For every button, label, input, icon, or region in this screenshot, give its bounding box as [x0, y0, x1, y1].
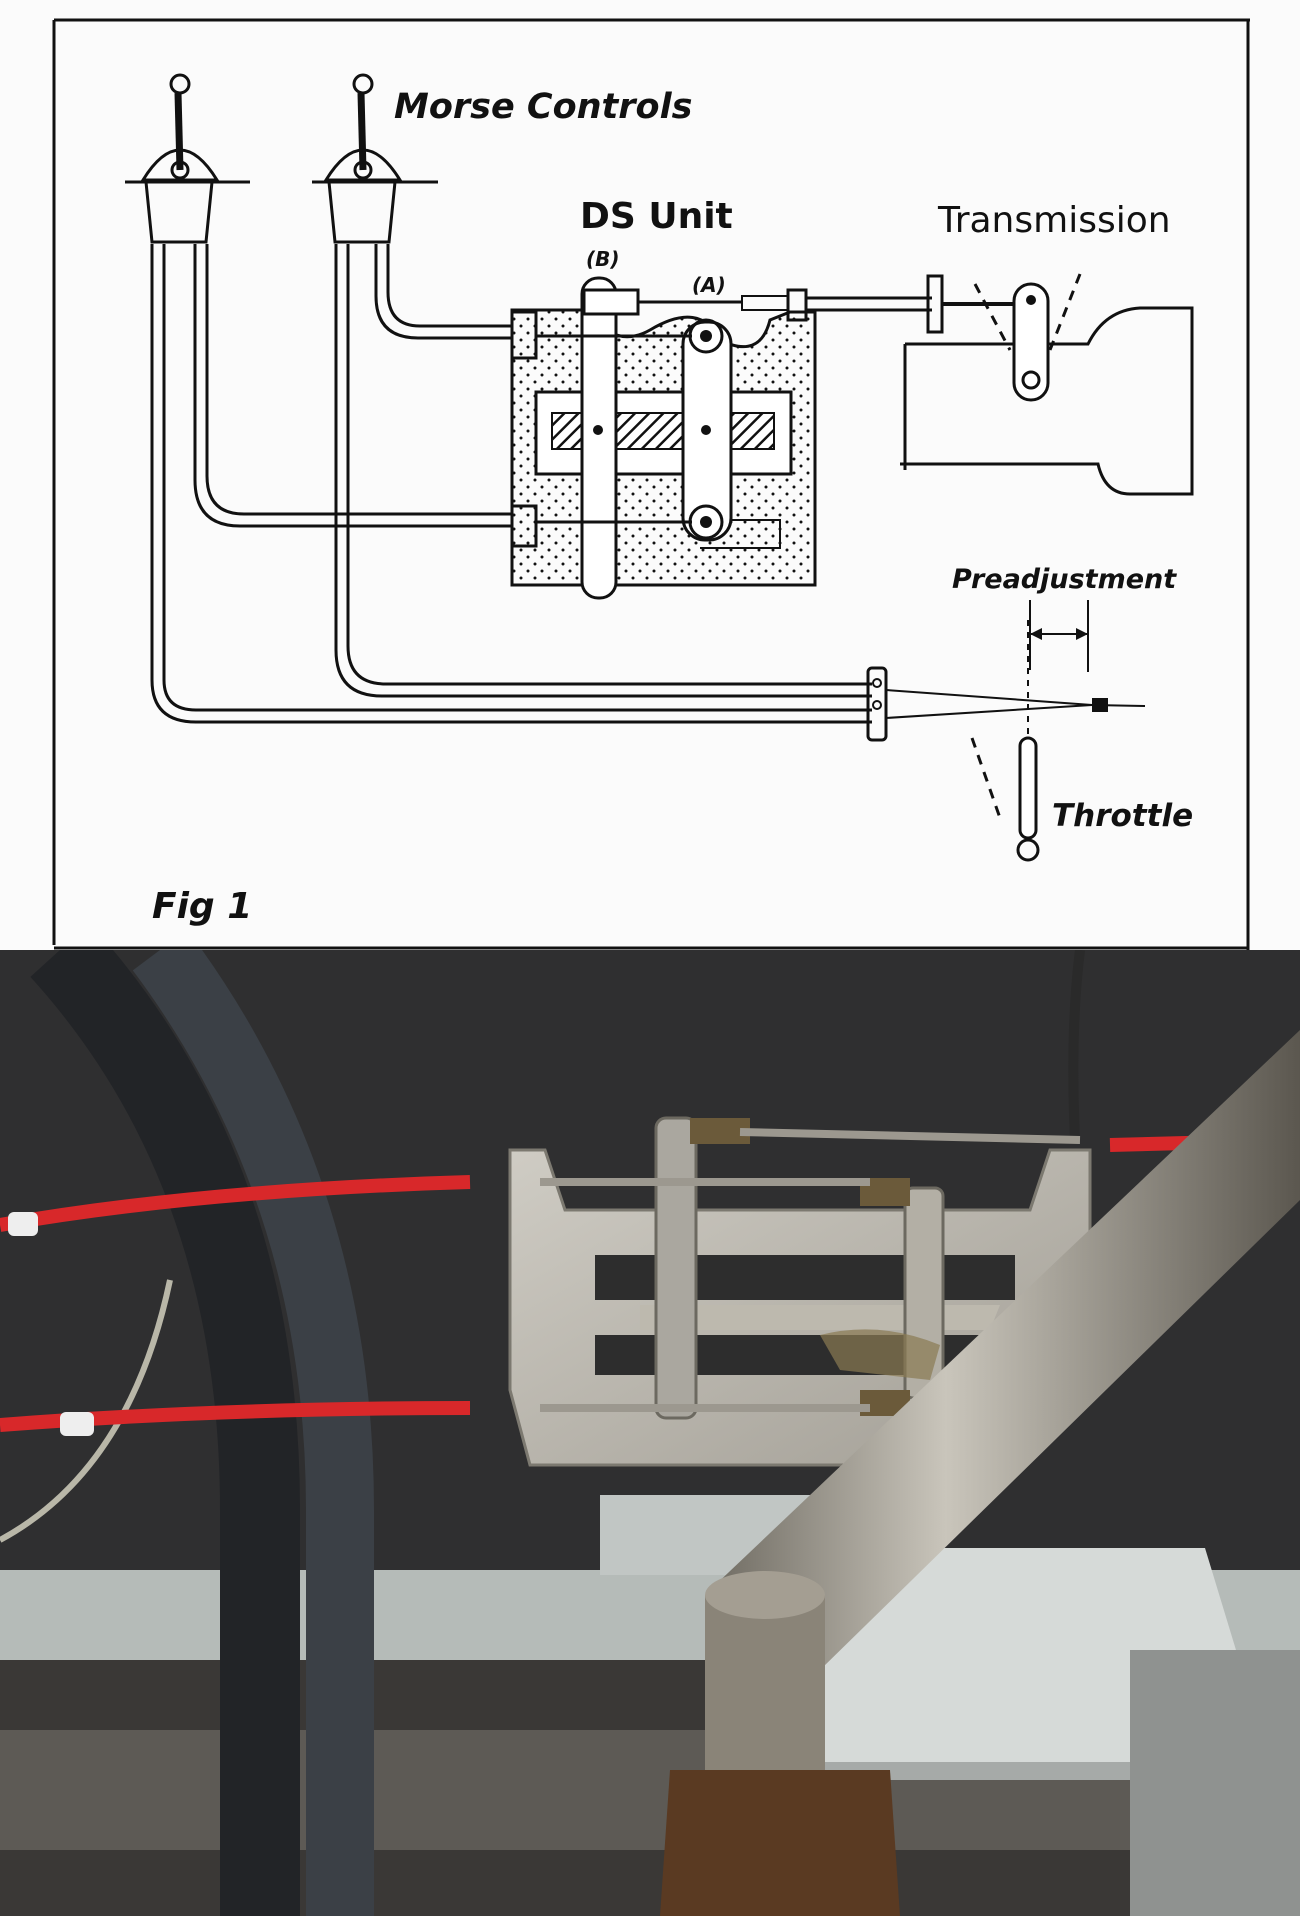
label-preadjustment: Preadjustment: [952, 564, 1177, 595]
label-transmission: Transmission: [937, 200, 1171, 241]
hoses: [0, 950, 1085, 1916]
exhaust-pipe: [660, 1030, 1300, 1916]
installation-photo: [0, 950, 1300, 1916]
label-ds-unit: DS Unit: [580, 196, 733, 237]
label-b: (B): [586, 247, 620, 271]
label-morse-controls: Morse Controls: [394, 87, 692, 127]
morse-control-left: [125, 73, 250, 244]
ds-unit-plate: [510, 274, 1018, 600]
transmission-housing: [900, 273, 1194, 496]
label-a: (A): [692, 273, 726, 297]
ds-unit-photo: [508, 1116, 1092, 1467]
diagram-frame: [52, 18, 1250, 950]
fig1-diagram: Morse Controls DS Unit Transmission (B) …: [0, 0, 1300, 950]
label-figure: Fig 1: [152, 886, 252, 927]
morse-control-right: [312, 73, 438, 244]
wooden-platform: [0, 1495, 1300, 1916]
throttle-linkage: [866, 600, 1146, 862]
label-throttle: Throttle: [1052, 798, 1193, 834]
control-cables: [150, 244, 872, 724]
